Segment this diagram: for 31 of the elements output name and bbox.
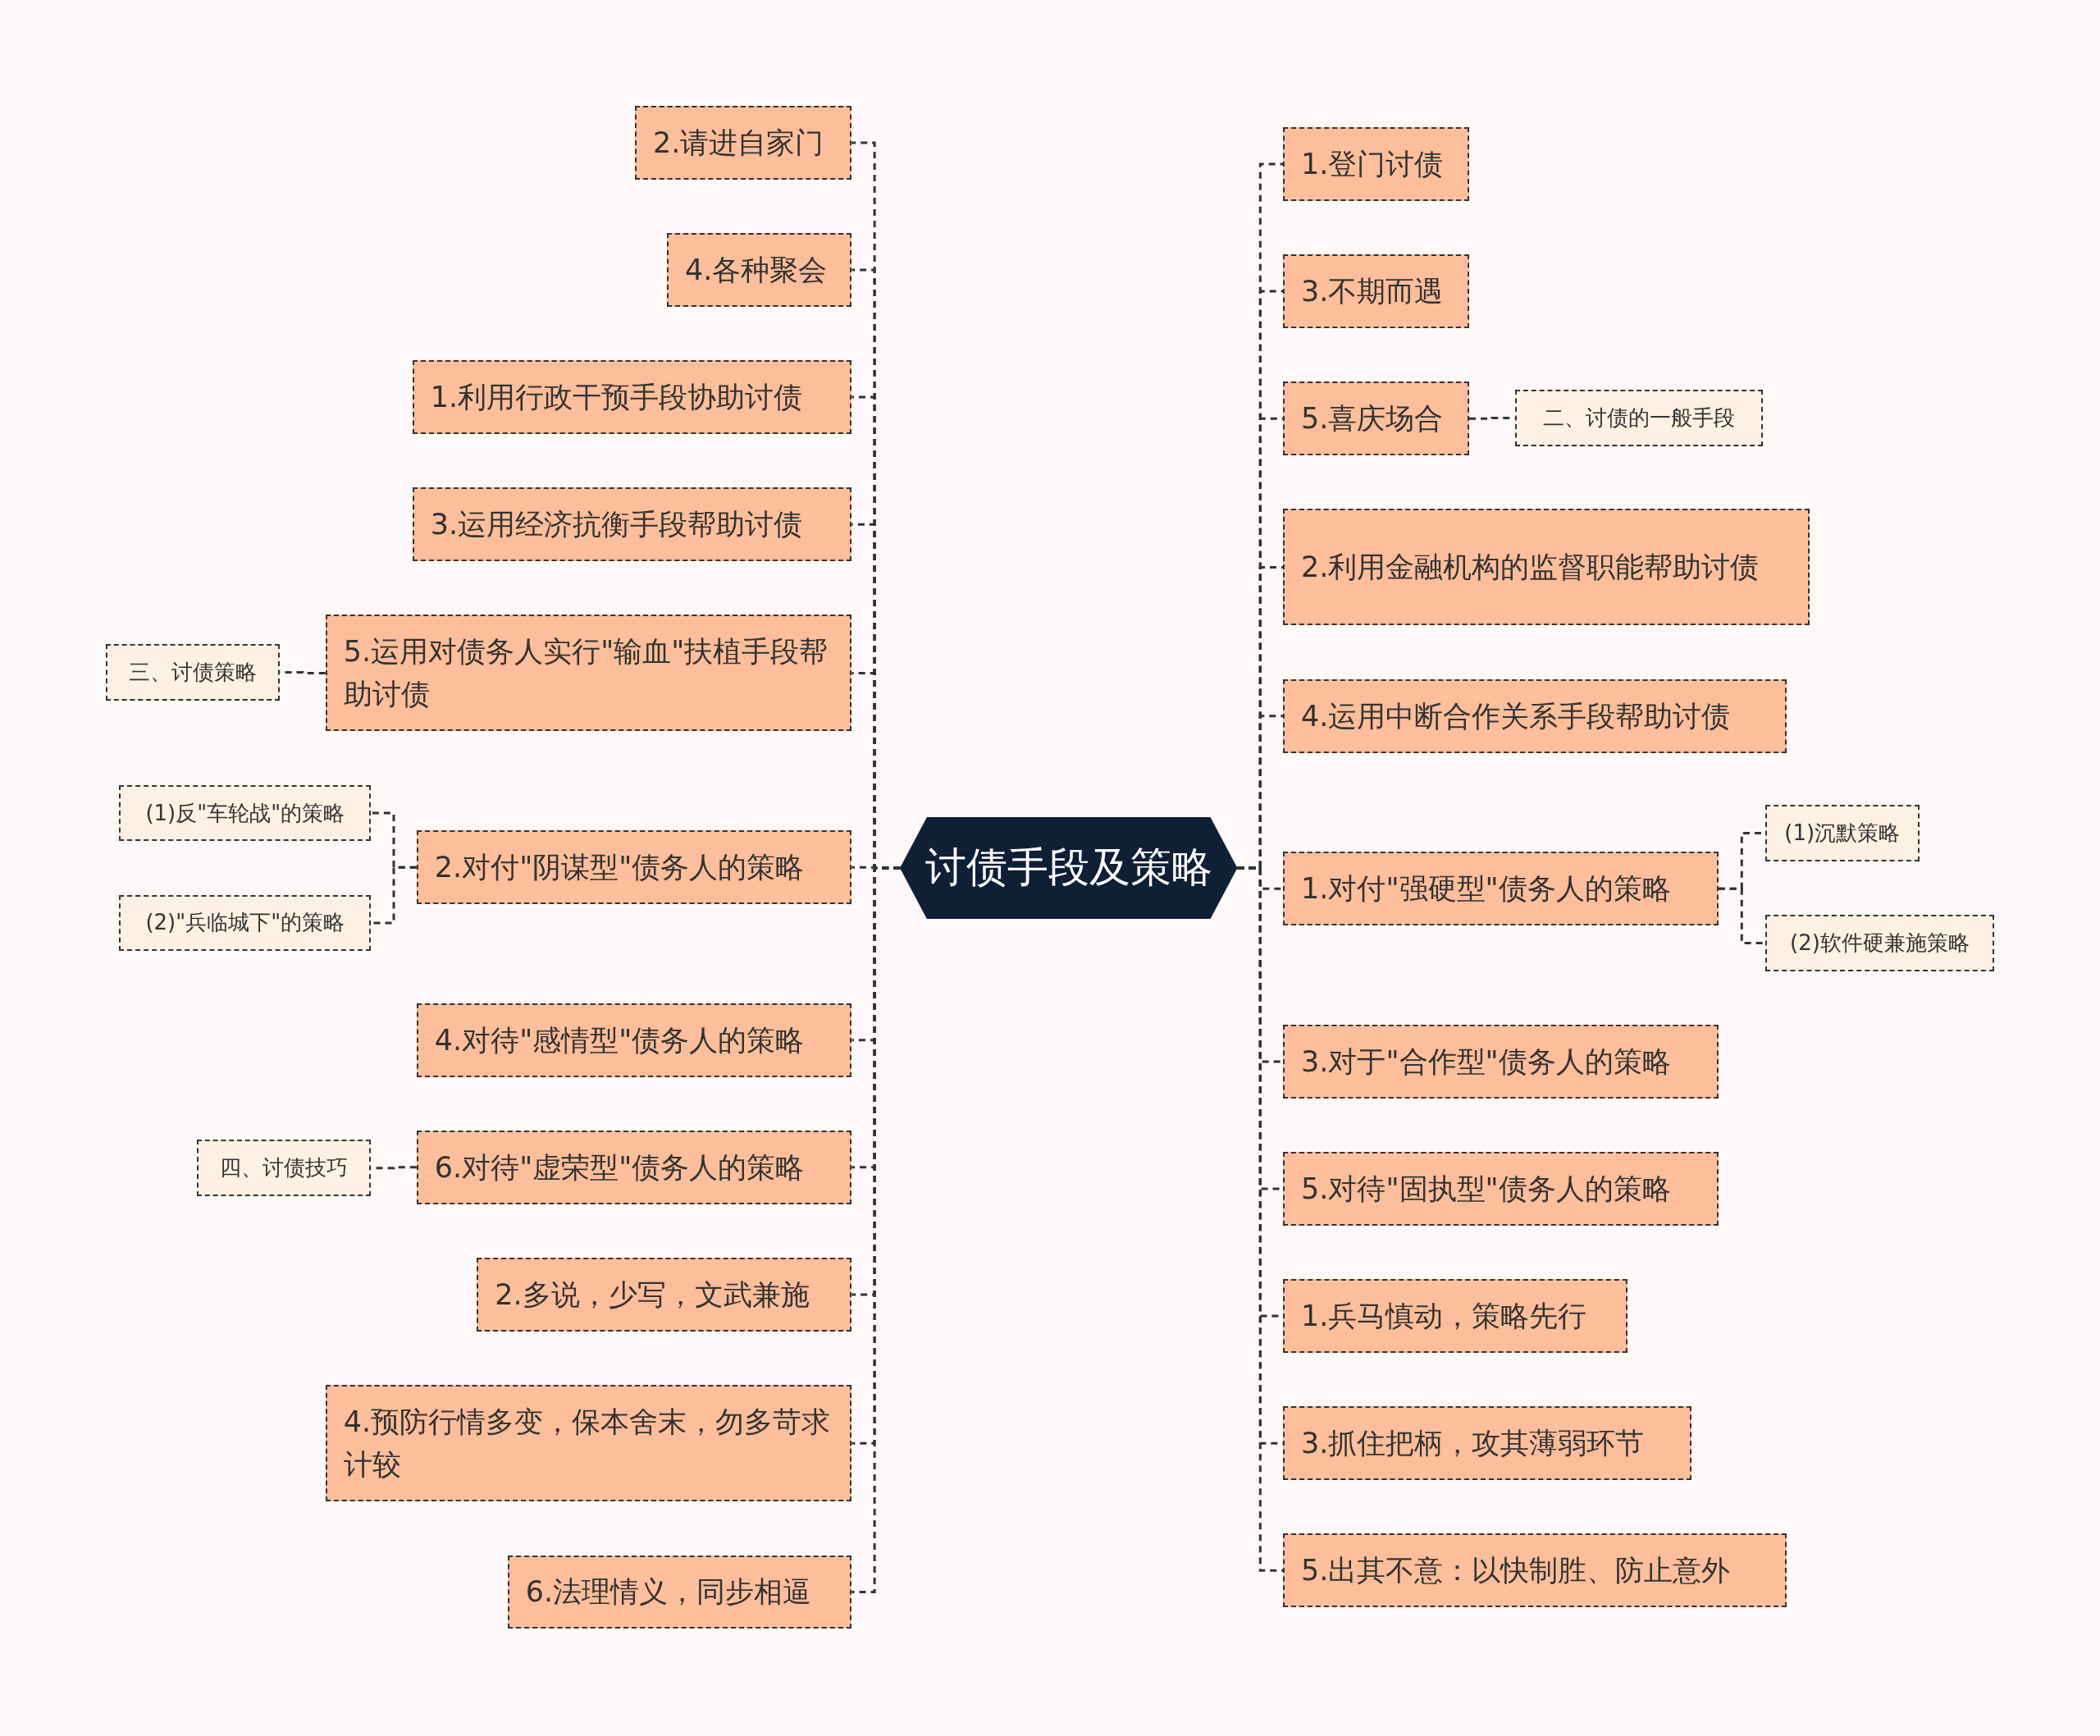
topic-box: 5.运用对债务人实行"输血"扶植手段帮助讨债: [325, 614, 852, 732]
topic-box: 4.各种聚会: [667, 233, 852, 307]
topic-box: 5.喜庆场合: [1283, 381, 1469, 456]
connector-line: [1718, 887, 1765, 944]
subtopic-box: 三、讨债策略: [105, 644, 281, 701]
topic-box: 6.对待"虚荣型"债务人的策略: [416, 1130, 852, 1204]
subtopic-box: 四、讨债技巧: [197, 1140, 372, 1196]
topic-box: 1.利用行政干预手段协助讨债: [412, 360, 852, 434]
topic-box: 5.对待"固执型"债务人的策略: [1283, 1152, 1719, 1226]
central-topic: 讨债手段及策略: [900, 816, 1238, 919]
topic-box: 1.兵马慎动，策略先行: [1283, 1279, 1628, 1353]
topic-box: 3.不期而遇: [1283, 254, 1469, 328]
subtopic-box: (2)软件硬兼施策略: [1764, 915, 1994, 971]
subtopic-box: (2)"兵临城下"的策略: [119, 894, 372, 952]
topic-box: 4.预防行情多变，保本舍末，勿多苛求计较: [325, 1385, 852, 1502]
topic-box: 2.利用金融机构的监督职能帮助讨债: [1283, 509, 1810, 626]
topic-box: 2.请进自家门: [634, 105, 852, 180]
topic-box: 4.运用中断合作关系手段帮助讨债: [1283, 678, 1787, 753]
topic-box: 3.抓住把柄，攻其薄弱环节: [1283, 1406, 1692, 1481]
topic-box: 1.对付"强硬型"债务人的策略: [1283, 852, 1719, 926]
topic-box: 2.多说，少写，文武兼施: [477, 1258, 852, 1332]
topic-box: 4.对待"感情型"债务人的策略: [416, 1003, 852, 1077]
topic-box: 6.法理情义，同步相逼: [507, 1555, 852, 1629]
topic-box: 3.对于"合作型"债务人的策略: [1283, 1024, 1719, 1099]
topic-box: 3.运用经济抗衡手段帮助讨债: [412, 487, 852, 562]
subtopic-box: 二、讨债的一般手段: [1514, 390, 1763, 446]
topic-box: 2.对付"阴谋型"债务人的策略: [416, 830, 852, 904]
topic-box: 5.出其不意：以快制胜、防止意外: [1283, 1533, 1787, 1608]
subtopic-box: (1)沉默策略: [1764, 805, 1920, 861]
subtopic-box: (1)反"车轮战"的策略: [119, 784, 372, 842]
topic-box: 1.登门讨债: [1283, 127, 1469, 201]
